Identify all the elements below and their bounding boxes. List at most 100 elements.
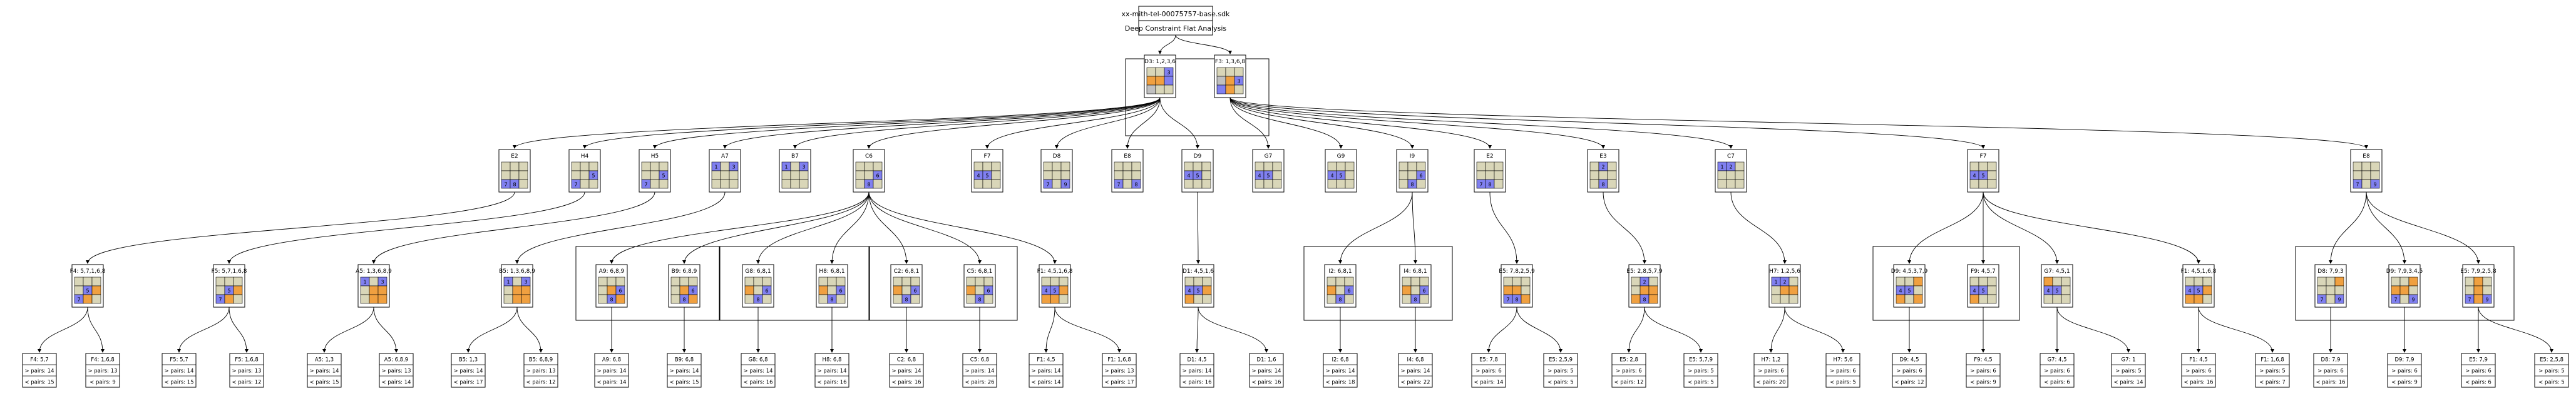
leaf-title: H7: 5,6 (1834, 357, 1853, 363)
cell-number: 3 (732, 165, 735, 170)
grid-cell (1122, 161, 1132, 171)
leaf-l1: > pairs: 6 (2317, 368, 2344, 375)
grid-cell (1184, 161, 1194, 171)
edge (516, 191, 726, 264)
grid-cell (518, 161, 528, 171)
grid-cell (1052, 179, 1062, 189)
arrowhead (2197, 349, 2200, 353)
grid-cell (1589, 170, 1599, 180)
leaf-l1: > pairs: 6 (1758, 368, 1784, 375)
cell-number: 6 (913, 288, 916, 294)
node-label: D9: 4,5,3,7,9 (1891, 268, 1928, 275)
grid-cell (1494, 170, 1504, 180)
grid-cell (975, 277, 985, 287)
cell-number: 4 (1258, 173, 1261, 179)
leaf-l1: > pairs: 5 (1547, 368, 1574, 375)
leaf-title: F4: 5,7 (30, 357, 48, 363)
node-label: A7 (721, 153, 729, 160)
leaf-l30: G7: 1> pairs: 5< pairs: 14 (2111, 353, 2146, 388)
leaf-frame (2313, 353, 2348, 388)
edge (2478, 307, 2552, 353)
cell-number: 8 (513, 182, 516, 188)
leaf-l13: C2: 6,8> pairs: 14< pairs: 16 (889, 353, 924, 388)
grid-cell (91, 277, 101, 287)
group-frame-a9-b9 (575, 246, 720, 321)
leaf-l2: < pairs: 9 (2391, 380, 2418, 386)
arrowhead (2055, 349, 2059, 353)
grid-cell (1327, 179, 1337, 189)
grid-cell (1631, 294, 1641, 304)
cell-number: 8 (1515, 297, 1518, 303)
leaf-l23: E5: 2,8> pairs: 6< pairs: 12 (1611, 353, 1646, 388)
grid-cell (1164, 84, 1174, 94)
arrowhead (1196, 145, 1199, 149)
grid-cell (1155, 84, 1165, 94)
grid-cell (607, 285, 617, 295)
leaf-title: F1: 1,6,8 (2260, 357, 2284, 363)
leaf-l35: E5: 7,9> pairs: 6< pairs: 6 (2461, 353, 2496, 388)
leaf-title: E5: 5,7,9 (1689, 357, 1713, 363)
leaf-l1: > pairs: 14 (965, 368, 994, 375)
node-label: H8: 6,8,1 (819, 268, 844, 275)
arrowhead (1338, 349, 1342, 353)
node-label: G9 (1337, 153, 1345, 160)
edges-layer (38, 34, 2553, 353)
cell-number: 2 (1783, 280, 1786, 285)
arrowhead (978, 349, 982, 353)
leaf-l2: < pairs: 15 (164, 380, 193, 386)
grid-cell (369, 294, 379, 304)
grid-cell (2370, 170, 2380, 180)
grid-cell (2043, 294, 2053, 304)
leaf-title: D8: 7,9 (2321, 357, 2340, 363)
leaf-title: C2: 6,8 (897, 357, 916, 363)
cell-number: 5 (86, 288, 89, 294)
grid-cell (1059, 285, 1069, 295)
arrowhead (2329, 349, 2332, 353)
grid-cell (224, 294, 234, 304)
leaf-l2: < pairs: 12 (526, 380, 555, 386)
arrowhead (1338, 260, 1342, 264)
arrowhead (38, 349, 41, 353)
arrowhead (1783, 260, 1787, 264)
edge (1489, 191, 1517, 264)
leaf-title: F5: 5,7 (170, 357, 188, 363)
leaf-l2: < pairs: 15 (309, 380, 339, 386)
edge (373, 191, 655, 264)
grid-cell (836, 277, 846, 287)
grid-cell (518, 170, 528, 180)
node-label: E5: 7,9,2,5,8 (2460, 268, 2496, 275)
grid-cell (1978, 161, 1988, 171)
grid-cell (670, 277, 680, 287)
grid-cell (571, 170, 581, 180)
arrowhead (2403, 349, 2406, 353)
leaf-frame (451, 353, 486, 388)
node-label: I2: 6,8,1 (1328, 268, 1352, 275)
leaf-l1: > pairs: 14 (1400, 368, 1430, 375)
grid-cell (2061, 294, 2071, 304)
node-label: I9 (1410, 153, 1415, 160)
leaf-frame (594, 353, 629, 388)
leaf-title: A5: 1,3 (315, 357, 334, 363)
leaf-title: F9: 4,5 (1974, 357, 1992, 363)
cell-number: 3 (524, 280, 527, 285)
node-label: D8 (1053, 153, 1061, 160)
arrowhead (86, 260, 90, 264)
cell-number: 2 (1601, 165, 1604, 170)
cell-number: 6 (765, 288, 768, 294)
edge (39, 307, 88, 353)
grid-cell (233, 277, 243, 287)
node-label: F9: 4,5,7 (1971, 268, 1996, 275)
leaf-frame (307, 353, 342, 388)
edge (654, 97, 1161, 149)
arrowhead (1907, 260, 1911, 264)
grid-cell (711, 179, 721, 189)
grid-cell (1987, 161, 1997, 171)
grid-cell (688, 294, 698, 304)
leaf-frame (2181, 353, 2216, 388)
node-label: A9: 6,8,9 (599, 268, 625, 275)
group-frame-d8-e5 (2295, 246, 2515, 321)
cell-number: 5 (1196, 173, 1199, 179)
leaf-title: E5: 2,8 (1619, 357, 1638, 363)
arrowhead (372, 260, 376, 264)
